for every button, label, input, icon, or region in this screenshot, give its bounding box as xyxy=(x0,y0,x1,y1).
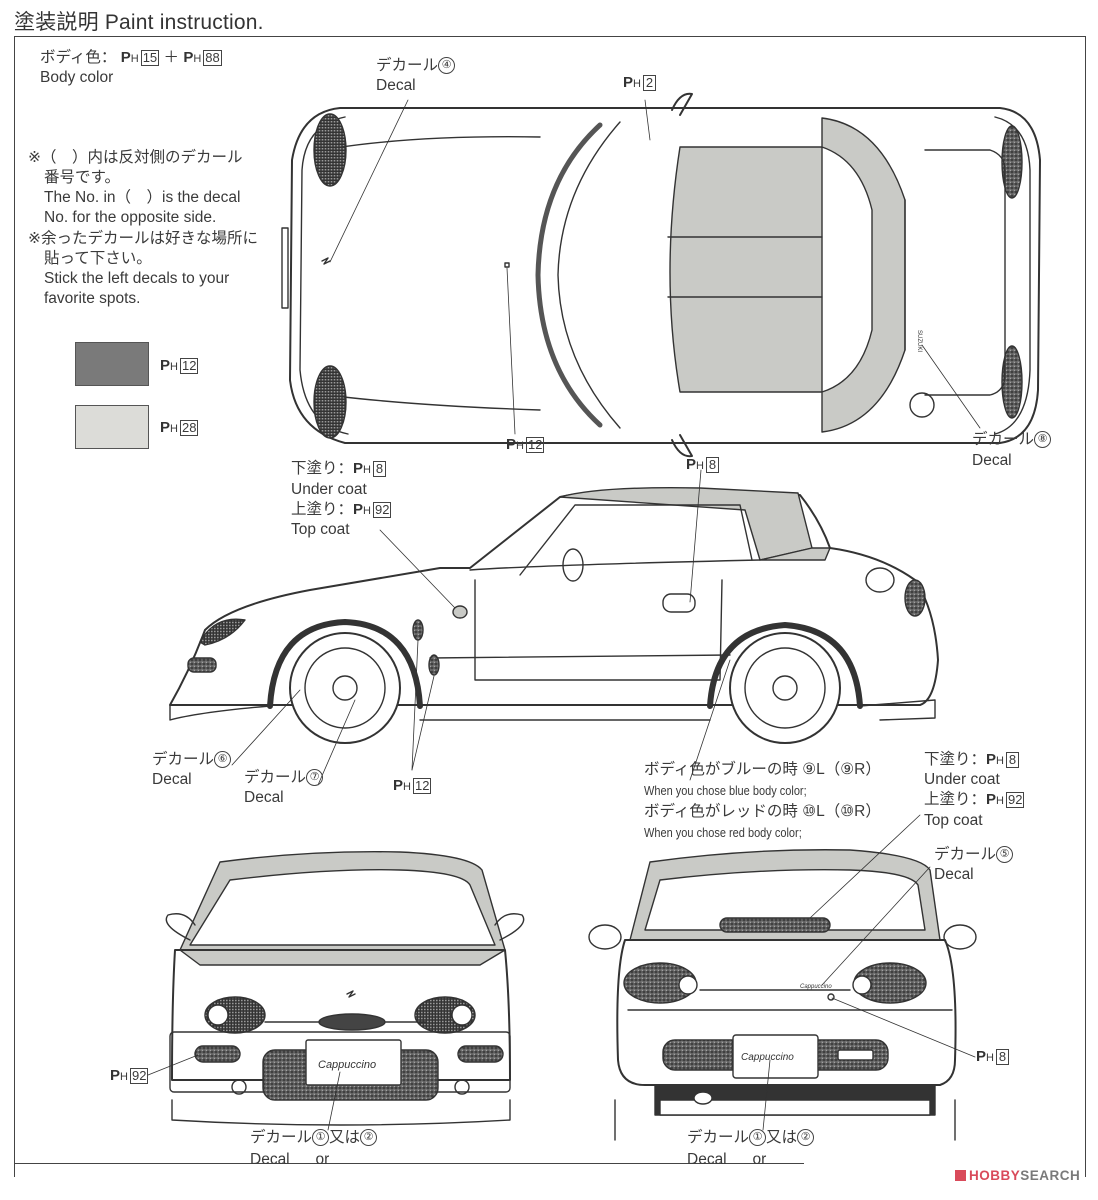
top-taillight-left xyxy=(1001,125,1023,199)
rear-wheel xyxy=(729,632,841,744)
blue-body-en: When you chose blue body color; xyxy=(644,784,807,798)
front-view: Cappuccino xyxy=(147,851,525,1131)
top-headlight-right xyxy=(313,365,347,439)
frame-bottom-rule xyxy=(14,1163,804,1164)
top-suzuki-logo xyxy=(321,257,331,265)
page-title: 塗装説明 Paint instruction. xyxy=(14,11,264,34)
rear-license-plate xyxy=(732,1034,819,1079)
decal-7-en: Decal xyxy=(244,789,284,806)
rear-emblem-text: Cappuccino xyxy=(741,1052,794,1063)
rear-top-coat-en: Top coat xyxy=(924,812,983,829)
side-top-coat-en: Top coat xyxy=(291,521,350,538)
note2-en-1: Stick the left decals to your xyxy=(44,270,230,287)
plus-sign: ＋ xyxy=(163,49,179,66)
body-color-en: Body color xyxy=(40,69,114,86)
note2-jp-1: ※余ったデカールは好きな場所に xyxy=(28,230,258,247)
instruction-frame xyxy=(14,36,1086,1177)
decal-6-en: Decal xyxy=(152,771,192,788)
body-color-jp: ボディ色： xyxy=(40,49,117,66)
front-suzuki-logo xyxy=(346,990,356,998)
decal-8-en: Decal xyxy=(972,452,1012,469)
top-roll-bar xyxy=(821,117,906,433)
rear-under-coat-en: Under coat xyxy=(924,771,1000,788)
note2-en-2: favorite spots. xyxy=(44,290,141,307)
swatch-light xyxy=(75,405,149,449)
rear-view: Cappuccino Cappuccino xyxy=(588,814,977,1141)
side-roof xyxy=(559,486,813,561)
top-headlight-left xyxy=(313,113,347,187)
roof-brand: SUZUKI xyxy=(916,330,922,352)
rear-decal-en: Decal or xyxy=(687,1151,767,1168)
hobby-search-logo-icon xyxy=(955,1170,966,1181)
top-taillight-right xyxy=(1001,345,1023,419)
side-view xyxy=(169,469,939,786)
watermark: HOBBYSEARCH xyxy=(955,1168,1080,1183)
side-under-coat-en: Under coat xyxy=(291,481,367,498)
top-roof xyxy=(669,146,823,393)
front-emblem-text: Cappuccino xyxy=(318,1059,376,1071)
front-decal-en: Decal or xyxy=(250,1151,330,1168)
red-body-en: When you chose red body color; xyxy=(644,826,802,840)
front-license-plate xyxy=(305,1039,402,1086)
front-wheel xyxy=(289,632,401,744)
red-body-jp: ボディ色がレッドの時 ⑩L（⑩R） xyxy=(644,803,881,820)
top-view: SUZUKI xyxy=(281,92,1041,458)
rear-small-emblem: Cappuccino xyxy=(800,984,832,990)
note1-jp-2: 番号です。 xyxy=(44,169,120,186)
note2-jp-2: 貼って下さい。 xyxy=(44,250,152,267)
front-grille-oval xyxy=(318,1013,386,1031)
swatch-dark xyxy=(75,342,149,386)
blue-body-jp: ボディ色がブルーの時 ⑨L（⑨R） xyxy=(644,761,881,778)
decal-5-en: Decal xyxy=(934,866,974,883)
note1-en-2: No. for the opposite side. xyxy=(44,209,217,226)
decal-4-en: Decal xyxy=(376,77,416,94)
note1-en-1: The No. in（ ）is the decal xyxy=(44,189,241,206)
note1-jp-1: ※（ ）内は反対側のデカール xyxy=(28,149,243,166)
